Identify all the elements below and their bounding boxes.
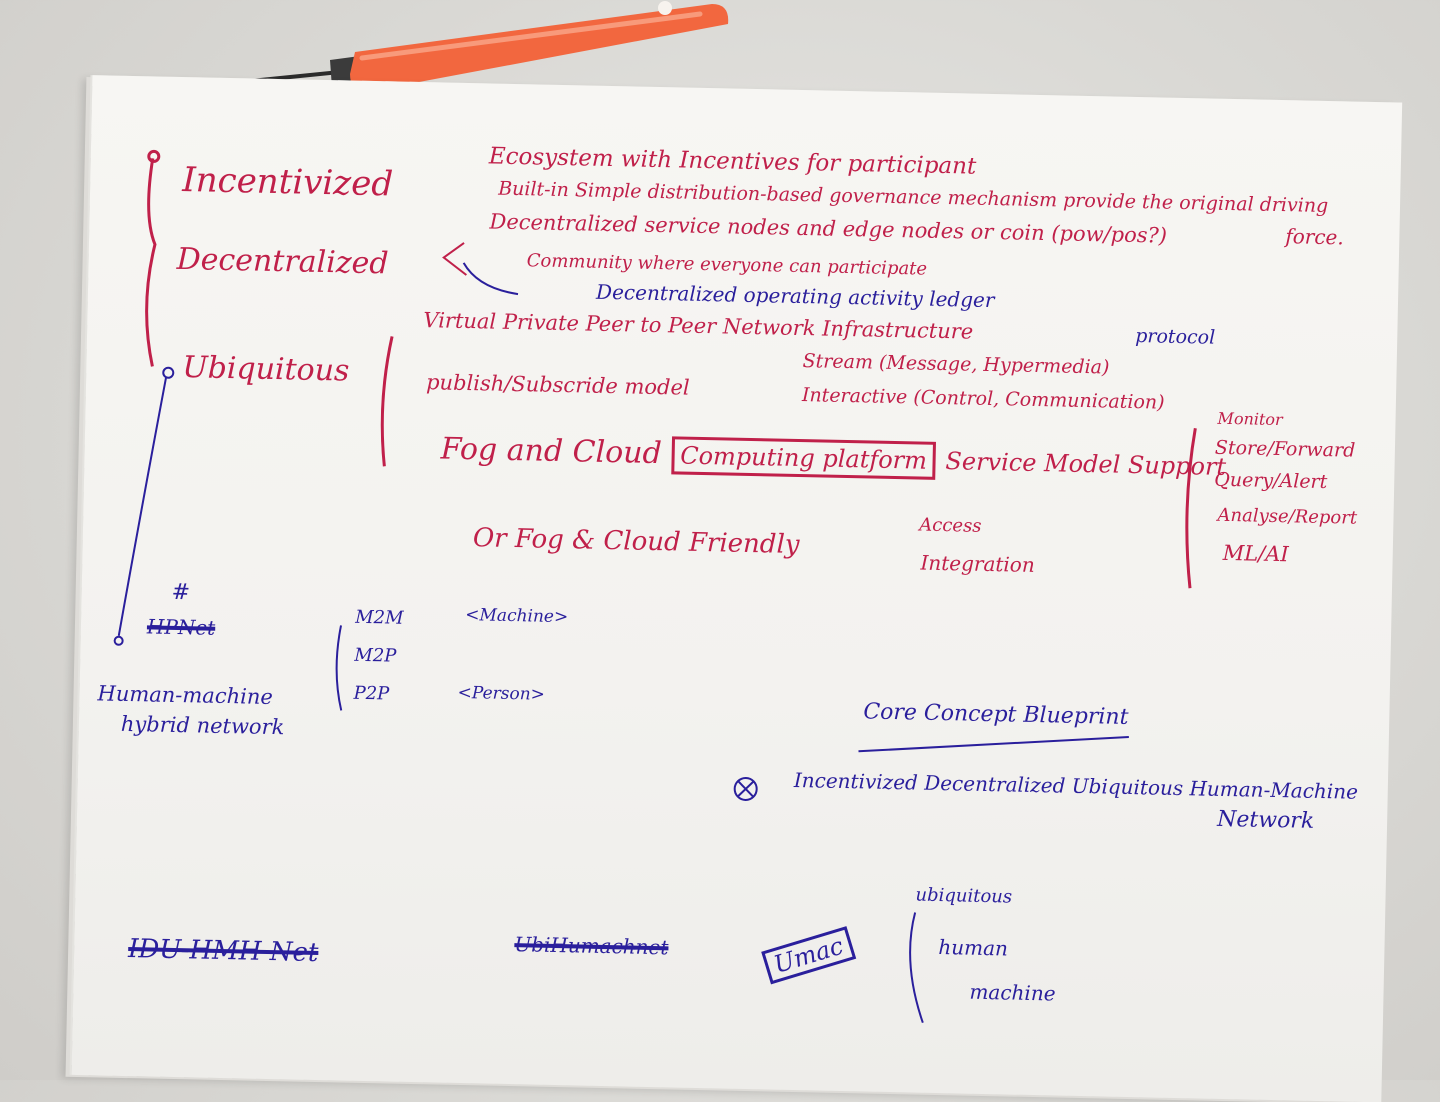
breakdown-human: human	[938, 935, 1009, 961]
integration-note: Integration	[920, 550, 1035, 577]
struck-hpnet: HPNet	[146, 614, 216, 640]
breakdown-ubiquitous: ubiquitous	[915, 884, 1013, 908]
blueprint-line2: Network	[1216, 806, 1315, 834]
fog-prefix: Fog and Cloud	[440, 431, 663, 472]
person-tag: <Person>	[457, 682, 546, 705]
breakdown-machine: machine	[969, 979, 1056, 1006]
struck-idu-hmh-net: IDU-HMH Net	[127, 934, 319, 969]
hybrid-label-line2: hybrid network	[120, 711, 285, 740]
doodle-lines	[113, 149, 1197, 1024]
hybrid-label-line1: Human-machine	[97, 681, 274, 710]
protocol-note: protocol	[1135, 325, 1216, 349]
feature-analyse-report: Analyse/Report	[1217, 504, 1358, 529]
feature-query-alert: Query/Alert	[1214, 468, 1328, 494]
decentralized-label: Decentralized	[176, 241, 389, 282]
notebook-page: Incentivized Decentralized Ubiquitous Ec…	[71, 75, 1403, 1102]
pubsub-note: publish/Subscride model	[425, 370, 690, 400]
ubiquitous-label: Ubiquitous	[182, 350, 350, 389]
blueprint-title: Core Concept Blueprint	[863, 699, 1129, 730]
m2p-item: M2P	[354, 644, 397, 667]
access-note: Access	[919, 514, 982, 537]
struck-ubihumachnet: UbiHumachnet	[514, 932, 669, 960]
feature-store-forward: Store/Forward	[1214, 436, 1356, 462]
hash-mark: #	[171, 579, 191, 606]
or-friendly-note: Or Fog & Cloud Friendly	[472, 523, 800, 561]
fog-suffix: Service Model Support	[945, 447, 1227, 481]
feature-ml-ai: ML/AI	[1222, 540, 1289, 567]
incentivized-label: Incentivized	[181, 160, 394, 205]
computing-platform-box: Computing platform	[670, 436, 937, 480]
p2p-item: P2P	[353, 682, 390, 705]
force-note: force.	[1285, 224, 1345, 250]
feature-monitor: Monitor	[1217, 408, 1283, 430]
m2m-item: M2M	[354, 606, 404, 629]
machine-tag: <Machine>	[465, 605, 569, 628]
